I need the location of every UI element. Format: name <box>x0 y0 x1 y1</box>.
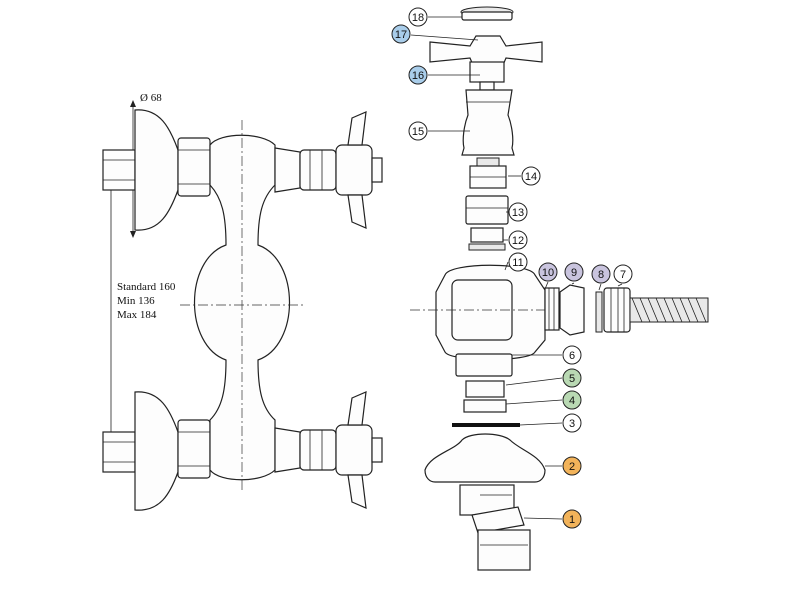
callout-2: 2 <box>562 456 582 476</box>
callout-balloon <box>508 230 528 250</box>
callout-number: 2 <box>569 461 575 473</box>
callout-number: 6 <box>569 350 575 362</box>
assembled-mixer-drawing: Ø 68 Standard 160 Min 136 Max 184 <box>102 92 383 511</box>
callout-number: 10 <box>542 267 554 279</box>
callout-balloon <box>562 345 582 365</box>
callout-number: 9 <box>571 267 577 279</box>
callout-1: 1 <box>562 509 582 529</box>
callout-balloon <box>408 7 428 27</box>
callout-balloon <box>562 368 582 388</box>
callout-4: 4 <box>562 390 582 410</box>
standard-distance-label: Standard 160 <box>117 281 176 293</box>
callout-balloon <box>521 166 541 186</box>
callout-6: 6 <box>562 345 582 365</box>
callout-15: 15 <box>408 121 428 141</box>
callout-12: 12 <box>508 230 528 250</box>
callout-balloon <box>562 390 582 410</box>
callout-number: 17 <box>395 29 407 41</box>
callout-balloon <box>538 262 558 282</box>
callout-10: 10 <box>538 262 558 282</box>
exploded-view-drawing <box>410 6 709 571</box>
callout-number: 14 <box>525 171 537 183</box>
callout-number: 13 <box>512 207 524 219</box>
callout-balloon <box>562 509 582 529</box>
callout-number: 15 <box>412 126 424 138</box>
callout-balloon <box>564 262 584 282</box>
callout-9: 9 <box>564 262 584 282</box>
min-distance-label: Min 136 <box>117 295 155 307</box>
callout-5: 5 <box>562 368 582 388</box>
callout-7: 7 <box>613 264 633 284</box>
part-callouts: 18 17 16 15 14 13 12 11 10 9 8 7 6 5 4 3 2 1 <box>391 7 633 529</box>
callout-number: 11 <box>512 257 523 269</box>
callout-13: 13 <box>508 202 528 222</box>
callout-3: 3 <box>562 413 582 433</box>
callout-number: 4 <box>569 395 575 407</box>
callout-balloon <box>591 264 611 284</box>
callout-balloon <box>391 24 411 44</box>
callout-balloon <box>408 121 428 141</box>
callout-16: 16 <box>408 65 428 85</box>
callout-balloon <box>562 456 582 476</box>
callout-balloon <box>508 252 528 272</box>
callout-number: 7 <box>620 269 626 281</box>
callout-18: 18 <box>408 7 428 27</box>
callout-number: 5 <box>569 373 575 385</box>
callout-number: 3 <box>569 418 575 430</box>
diameter-label: Ø 68 <box>140 92 162 104</box>
max-distance-label: Max 184 <box>117 309 157 321</box>
callout-number: 1 <box>569 514 575 526</box>
callout-balloon <box>613 264 633 284</box>
callout-balloon <box>562 413 582 433</box>
callout-8: 8 <box>591 264 611 284</box>
callout-number: 8 <box>598 269 604 281</box>
callout-number: 16 <box>412 70 424 82</box>
callout-balloon <box>508 202 528 222</box>
callout-11: 11 <box>508 252 528 272</box>
callout-17: 17 <box>391 24 411 44</box>
callout-14: 14 <box>521 166 541 186</box>
callout-number: 18 <box>412 12 424 24</box>
callout-number: 12 <box>512 235 524 247</box>
callout-balloon <box>408 65 428 85</box>
